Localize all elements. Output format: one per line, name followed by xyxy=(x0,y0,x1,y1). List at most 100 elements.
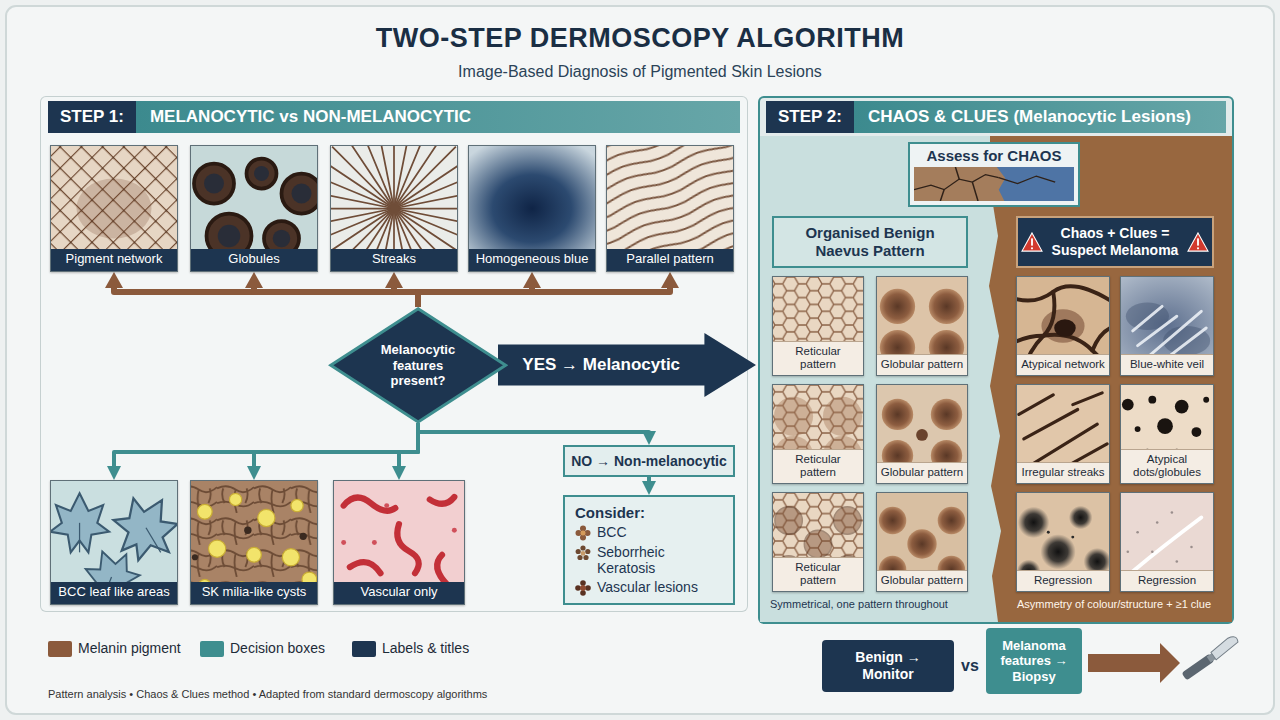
tile-label: Globular pattern xyxy=(877,570,967,591)
tile-label: Pigment network xyxy=(51,249,177,271)
pattern-tile: Regression xyxy=(1016,492,1110,592)
tile-label: Parallel pattern xyxy=(607,249,733,271)
illustration-use xyxy=(1017,385,1109,483)
consider-item: Vascular lesions xyxy=(575,579,723,596)
illustration-use xyxy=(877,277,967,375)
pattern-tile: SK milia-like cysts xyxy=(190,480,318,605)
yes-arrow: YES → Melanocytic xyxy=(498,333,756,397)
scalpel-blade xyxy=(1210,634,1240,660)
illustration-use xyxy=(191,481,317,604)
panel-header: STEP 1:MELANOCYTIC vs NON-MELANOCYTIC xyxy=(48,101,740,133)
subtitle: Image-Based Diagnosis of Pigmented Skin … xyxy=(0,62,1280,81)
pattern-tile: Homogeneous blue xyxy=(468,145,596,272)
decision-outcome-box: NO → Non-melanocytic xyxy=(563,445,735,477)
group-header: Organised Benign Naevus Pattern xyxy=(772,216,968,268)
tile-label: Regression xyxy=(1017,570,1109,591)
illustration-use xyxy=(191,146,317,271)
box-text: NO → Non-melanocytic xyxy=(571,453,727,469)
tile-label: Streaks xyxy=(331,249,457,271)
illustration-use xyxy=(1022,233,1042,251)
connector xyxy=(418,280,670,307)
legend-text: Decision boxes xyxy=(230,640,325,657)
pattern-tile: Globular pattern xyxy=(876,384,968,484)
connector xyxy=(418,280,532,307)
illustration-use xyxy=(334,481,464,604)
item-icon xyxy=(575,545,591,561)
connector xyxy=(114,280,418,307)
box-text: Benign → Monitor xyxy=(828,649,948,683)
illustration-use xyxy=(51,481,177,604)
versus-label: vs xyxy=(954,656,986,675)
consider-text: Vascular lesions xyxy=(597,579,698,595)
header-text: Chaos + Clues = Suspect Melanoma xyxy=(1044,225,1186,259)
panel-note: Symmetrical, one pattern throughout xyxy=(770,598,985,611)
tile-label: Globules xyxy=(191,249,317,271)
decision-diamond: Melanocytic features present? xyxy=(328,307,508,424)
panel-note: Asymmetry of colour/structure + ≥1 clue xyxy=(1000,598,1228,611)
illustration-use xyxy=(469,146,595,271)
illustration-use xyxy=(576,526,591,541)
tile-label: Vascular only xyxy=(334,582,464,604)
consider-text: BCC xyxy=(597,524,627,540)
tile-label: Irregular streaks xyxy=(1017,462,1109,483)
pattern-tile: BCC leaf like areas xyxy=(50,480,178,605)
illustration-use xyxy=(1017,277,1109,375)
panel-header: STEP 2:CHAOS & CLUES (Melanocytic Lesion… xyxy=(766,101,1226,133)
illustration-use xyxy=(1121,493,1213,591)
illustration-use xyxy=(576,545,591,560)
tile-label: Regression xyxy=(1121,570,1213,591)
step-number: STEP 1: xyxy=(48,101,136,133)
decision-text: Melanocytic features present? xyxy=(373,342,463,389)
caption-text: Pattern analysis • Chaos & Clues method … xyxy=(48,688,808,701)
assess-text: Assess for CHAOS xyxy=(914,147,1074,164)
pattern-tile: Streaks xyxy=(330,145,458,272)
pattern-tile: Blue-white veil xyxy=(1120,276,1214,376)
step-panel: STEP 2:CHAOS & CLUES (Melanocytic Lesion… xyxy=(758,96,1234,624)
scalpel-icon xyxy=(1180,634,1240,680)
arrow-text: YES → Melanocytic xyxy=(508,333,694,397)
tile-label: Reticular pattern xyxy=(773,341,863,375)
pattern-tile: Reticular pattern xyxy=(772,276,864,376)
illustration-use xyxy=(607,146,733,271)
illustration-use xyxy=(914,167,1074,201)
connector xyxy=(114,423,418,472)
illustration-use xyxy=(877,493,967,591)
tile-label: BCC leaf like areas xyxy=(51,582,177,604)
legend-swatch xyxy=(352,641,376,657)
diamond-outline xyxy=(331,308,506,421)
arrow-outline xyxy=(498,333,756,397)
pattern-tile: Reticular pattern xyxy=(772,384,864,484)
consider-box: Consider: BCC Seborrheic KeratosisVascular… xyxy=(563,495,735,605)
pattern-tile: Atypical dots/globules xyxy=(1120,384,1214,484)
pattern-tile: Globules xyxy=(190,145,318,272)
pattern-tile: Globular pattern xyxy=(876,492,968,592)
tile-label: Atypical dots/globules xyxy=(1121,449,1213,483)
warning-icon xyxy=(1021,232,1043,252)
pattern-tile: Atypical network xyxy=(1016,276,1110,376)
tile-label: Homogeneous blue xyxy=(469,249,595,271)
illustration-use xyxy=(331,146,457,271)
illustration-use xyxy=(877,385,967,483)
legend-text: Labels & titles xyxy=(382,640,469,657)
illustration-use xyxy=(773,385,863,483)
consider-heading: Consider: xyxy=(575,504,723,521)
illustration-use xyxy=(773,493,863,591)
item-icon xyxy=(575,525,591,541)
connector xyxy=(418,423,649,437)
box-text: Organised Benign Naevus Pattern xyxy=(780,224,960,260)
consider-item: Seborrheic Keratosis xyxy=(575,544,723,576)
step-number: STEP 2: xyxy=(766,101,854,133)
biopsy-arrow xyxy=(1088,643,1180,683)
legend-swatch xyxy=(48,641,72,657)
consider-item: BCC xyxy=(575,524,723,541)
outcome-box: Benign → Monitor xyxy=(822,640,954,692)
illustration-use xyxy=(51,146,177,271)
pattern-tile: Irregular streaks xyxy=(1016,384,1110,484)
tile-label: Blue-white veil xyxy=(1121,354,1213,375)
pattern-tile: Parallel pattern xyxy=(606,145,734,272)
warning-icon xyxy=(1187,232,1209,252)
illustration-use xyxy=(1017,493,1109,591)
outcome-box: Melanoma features → Biopsy xyxy=(986,628,1082,694)
